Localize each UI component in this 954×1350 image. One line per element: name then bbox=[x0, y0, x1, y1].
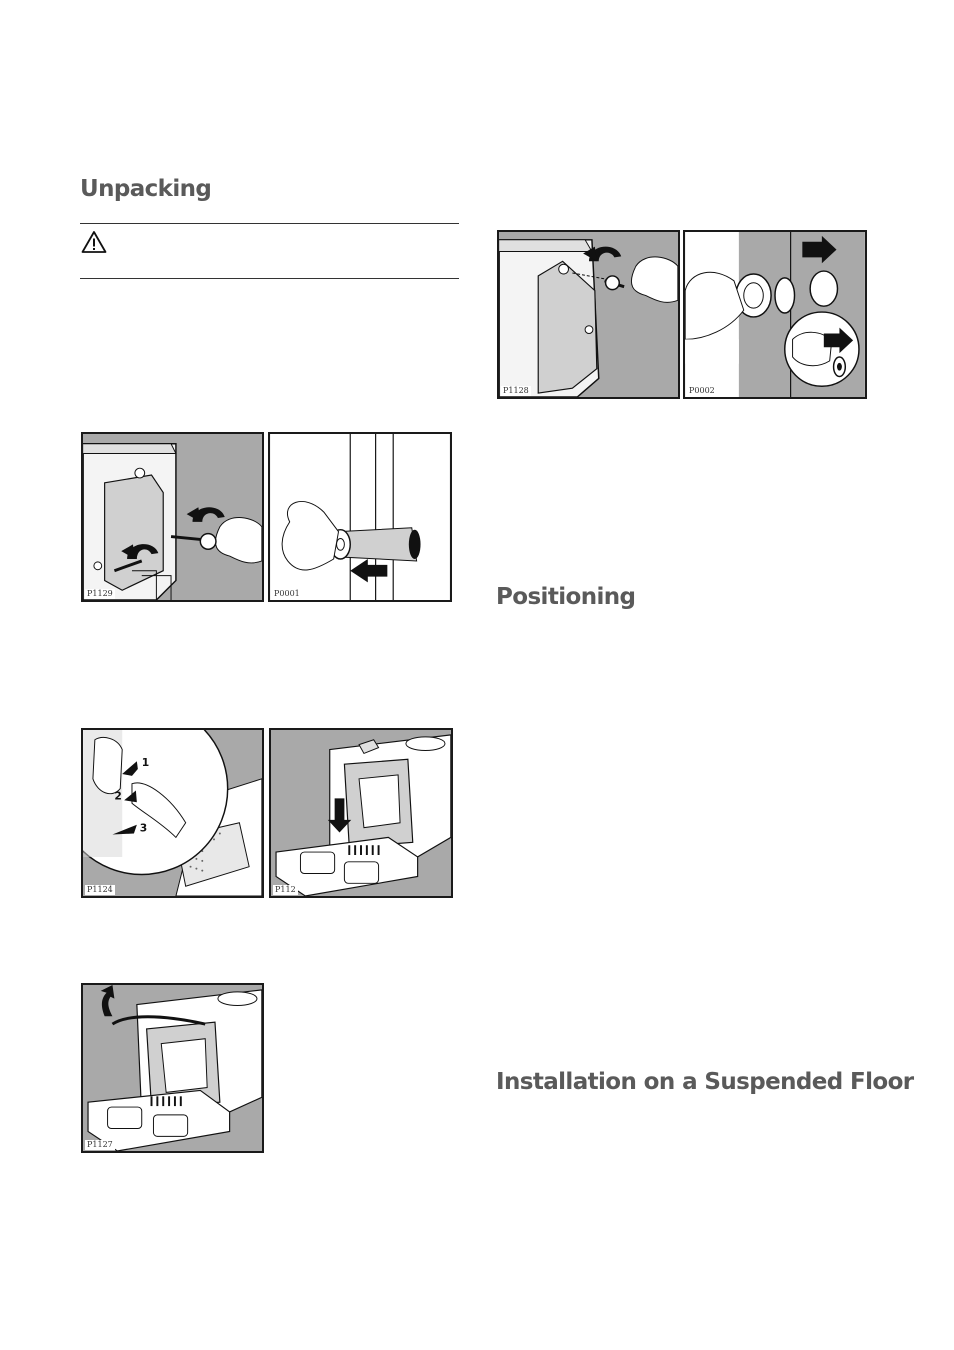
rotate-arrow-icon bbox=[127, 544, 159, 559]
push-arrow-icon bbox=[350, 558, 388, 583]
figure-code: P1129 bbox=[85, 589, 115, 599]
figure-code: P1127 bbox=[85, 1140, 115, 1150]
illustration-remove-polystyrene: 1 2 3 bbox=[83, 730, 262, 896]
push-arrow-icon bbox=[124, 790, 137, 803]
figure-code: P1128 bbox=[501, 386, 531, 396]
heading-positioning: Positioning bbox=[496, 584, 636, 610]
illustration-lift-machine bbox=[275, 734, 451, 896]
step-number-3: 3 bbox=[140, 822, 147, 835]
warning-rule-top bbox=[80, 223, 459, 224]
illustration-remove-base bbox=[87, 985, 262, 1151]
heading-unpacking: Unpacking bbox=[80, 176, 212, 202]
illustration-insert-plug bbox=[270, 434, 450, 600]
push-arrow-icon bbox=[122, 761, 138, 776]
push-arrow-icon bbox=[327, 798, 352, 833]
illustration-remove-transit-bolts bbox=[83, 443, 262, 600]
warning-triangle-icon bbox=[81, 231, 107, 253]
figure-code: P112 bbox=[273, 885, 298, 895]
figure-p112: P112 bbox=[269, 728, 453, 898]
push-arrow-icon bbox=[802, 235, 837, 264]
figure-code: P0001 bbox=[272, 589, 302, 599]
warning-rule-bottom bbox=[80, 278, 459, 279]
push-arrow-icon bbox=[823, 327, 854, 354]
illustration-insert-caps bbox=[685, 232, 865, 397]
rotate-arrow-icon bbox=[192, 507, 225, 522]
push-arrow-icon bbox=[100, 985, 115, 1017]
figure-p0002: P0002 bbox=[683, 230, 867, 399]
figure-p1128: P1128 bbox=[497, 230, 680, 399]
step-number-2: 2 bbox=[114, 789, 121, 802]
figure-code: P1124 bbox=[85, 885, 115, 895]
figure-p1127: P1127 bbox=[81, 983, 264, 1153]
rotate-arrow-icon bbox=[588, 246, 622, 262]
figure-code: P0002 bbox=[687, 386, 717, 396]
figure-p0001: P0001 bbox=[268, 432, 452, 602]
heading-suspended-floor: Installation on a Suspended Floor bbox=[496, 1069, 914, 1095]
step-number-1: 1 bbox=[142, 756, 149, 769]
figure-p1129: P1129 bbox=[81, 432, 264, 602]
illustration-remove-rear-bolt bbox=[499, 239, 678, 397]
figure-p1124: 1 2 3 P1124 bbox=[81, 728, 264, 898]
